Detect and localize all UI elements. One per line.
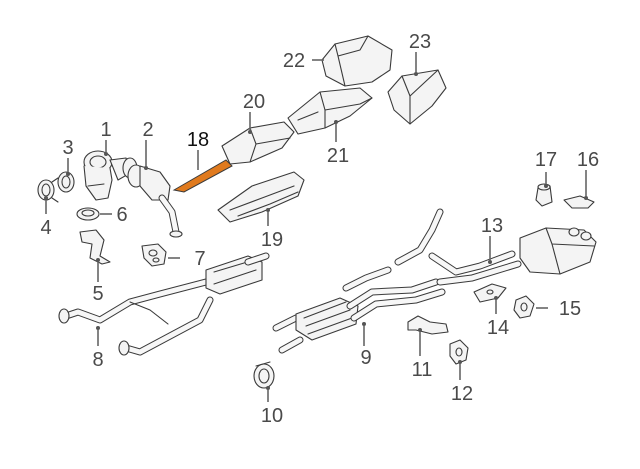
callout-12[interactable]: 12 [451,383,473,405]
callout-15[interactable]: 15 [559,298,581,320]
part-13-rear-muffler[interactable] [394,208,597,286]
part-17-bushing[interactable] [535,183,553,207]
part-11-hanger[interactable] [407,315,449,335]
leader-lines [44,52,588,402]
part-5-bracket[interactable] [79,229,111,265]
part-15-isolator[interactable] [513,295,535,319]
part-12-mount[interactable] [449,339,469,365]
part-9-center-pipe[interactable] [272,266,446,354]
part-23-heat-shield-plate[interactable] [387,69,447,125]
callout-4[interactable]: 4 [40,217,51,239]
callout-1[interactable]: 1 [100,119,111,141]
part-14-bracket[interactable] [473,283,507,303]
part-19-heat-shield-lower[interactable] [217,171,305,223]
part-21-heat-shield-center[interactable] [287,87,373,135]
callout-23[interactable]: 23 [409,31,431,53]
callout-22[interactable]: 22 [283,50,305,72]
callout-5[interactable]: 5 [92,283,103,305]
callout-10[interactable]: 10 [261,405,283,427]
part-8-front-pipe[interactable] [58,252,270,356]
part-22-heat-shield-upper[interactable] [321,35,393,87]
callout-numbers: 1 2 3 4 5 6 7 8 9 10 11 12 13 14 15 16 1… [40,31,599,427]
callout-6[interactable]: 6 [116,204,127,226]
part-7-gasket[interactable] [141,243,167,267]
part-2-catalytic-converter[interactable] [127,164,183,238]
callout-17[interactable]: 17 [535,149,557,171]
part-6-seal-ring[interactable] [76,207,100,221]
part-18-highlighted-strip[interactable] [172,159,233,193]
part-20-heat-shield[interactable] [221,121,295,165]
callout-21[interactable]: 21 [327,145,349,167]
callout-8[interactable]: 8 [92,349,103,371]
part-16-clip[interactable] [563,195,595,209]
callout-9[interactable]: 9 [360,347,371,369]
callout-11[interactable]: 11 [412,359,433,381]
part-4-clamp[interactable] [37,177,59,203]
callout-7[interactable]: 7 [194,248,205,270]
part-3-gasket[interactable] [57,171,75,193]
callout-14[interactable]: 14 [487,317,509,339]
part-10-clamp[interactable] [253,361,275,389]
callout-16[interactable]: 16 [577,149,599,171]
callout-13[interactable]: 13 [481,215,503,237]
callout-2[interactable]: 2 [142,119,153,141]
callout-19[interactable]: 19 [261,229,283,251]
callout-20[interactable]: 20 [243,91,265,113]
callout-18[interactable]: 18 [187,129,209,151]
callout-3[interactable]: 3 [62,137,73,159]
